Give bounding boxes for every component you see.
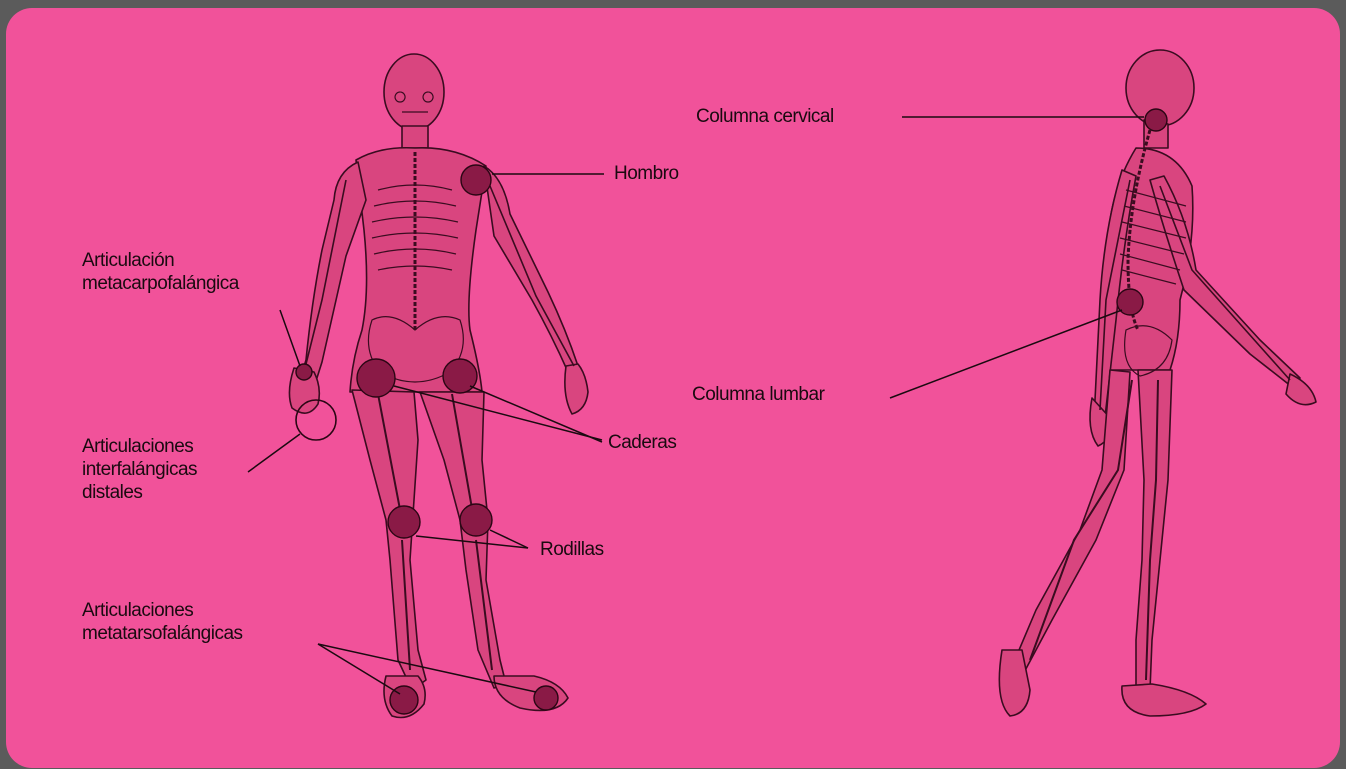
front-leg-left [420,392,506,688]
knee-left-marker [460,504,492,536]
hip-right-marker [357,359,395,397]
front-head [384,54,444,130]
side-foot-front [1122,684,1206,716]
front-leg-right [352,390,426,690]
side-leg-back [1008,370,1130,680]
cervical-marker [1145,109,1167,131]
mtp-left-marker [534,686,558,710]
label-articulaciones-interfalangicas-distales: Articulaciones interfalángicas distales [82,435,197,504]
leader-mtf-1 [318,644,400,694]
label-columna-lumbar: Columna lumbar [692,383,824,406]
label-hombro: Hombro [614,162,679,185]
label-caderas: Caderas [608,431,676,454]
front-skeleton-figure [289,54,588,718]
front-hand-left [565,364,588,414]
leader-lumbar [890,310,1122,398]
shoulder-marker [461,165,491,195]
label-rodillas: Rodillas [540,538,604,561]
label-articulacion-metacarpofalangica: Articulación metacarpofalángica [82,249,239,295]
mcp-marker [296,364,312,380]
leader-ifd [248,434,300,472]
label-columna-cervical: Columna cervical [696,105,834,128]
front-arm-left [484,166,578,372]
leader-mcf [280,310,300,366]
hip-left-marker [443,359,477,393]
side-hand-forward [1286,374,1316,405]
leader-mtf-2 [318,644,536,692]
label-articulaciones-metatarsofalangicas: Articulaciones metatarsofalángicas [82,599,243,645]
side-leg-front [1136,370,1172,690]
knee-right-marker [388,506,420,538]
front-neck [402,126,428,148]
